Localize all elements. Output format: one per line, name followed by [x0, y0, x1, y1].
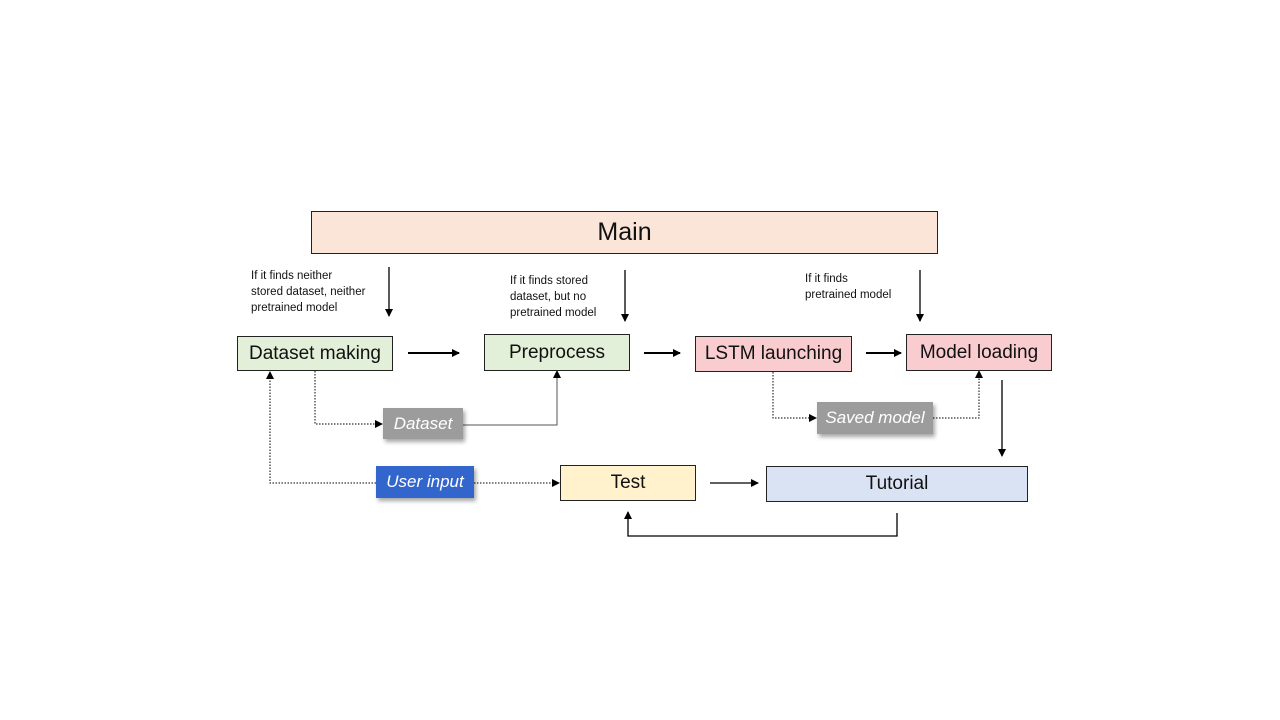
arrow-saved-model-to-model-loading: [933, 370, 983, 419]
condition-dataset-no-model-line-3: pretrained model: [510, 307, 597, 319]
condition-no-dataset-line-3: pretrained model: [251, 302, 338, 314]
node-lstm-launching: LSTM launching: [695, 336, 852, 372]
arrow-user-input-to-dataset-making: [266, 371, 376, 484]
artifact-dataset: Dataset: [383, 408, 463, 439]
condition-no-dataset: If it finds neither stored dataset, neit…: [251, 268, 365, 316]
arrow-lstm-to-saved-model: [772, 372, 817, 422]
node-test: Test: [560, 465, 696, 501]
condition-dataset-no-model-line-2: dataset, but no: [510, 291, 587, 303]
condition-pretrained: If it finds pretrained model: [805, 271, 891, 303]
artifact-user-input: User input: [376, 466, 474, 498]
node-dataset-making: Dataset making: [237, 336, 393, 371]
node-model-loading: Model loading: [906, 334, 1052, 371]
condition-pretrained-line-1: If it finds: [805, 273, 848, 285]
node-tutorial: Tutorial: [766, 466, 1028, 502]
arrow-tutorial-to-test: [624, 511, 898, 537]
arrow-dataset-to-preprocess: [463, 370, 561, 426]
condition-no-dataset-line-1: If it finds neither: [251, 270, 333, 282]
node-main: Main: [311, 211, 938, 254]
condition-no-dataset-line-2: stored dataset, neither: [251, 286, 366, 298]
condition-dataset-no-model-line-1: If it finds stored: [510, 275, 588, 287]
arrow-dataset-making-to-dataset: [314, 371, 383, 428]
condition-dataset-no-model: If it finds stored dataset, but no pretr…: [510, 273, 596, 321]
condition-pretrained-line-2: pretrained model: [805, 289, 892, 301]
node-preprocess: Preprocess: [484, 334, 630, 371]
artifact-saved-model: Saved model: [817, 402, 933, 434]
